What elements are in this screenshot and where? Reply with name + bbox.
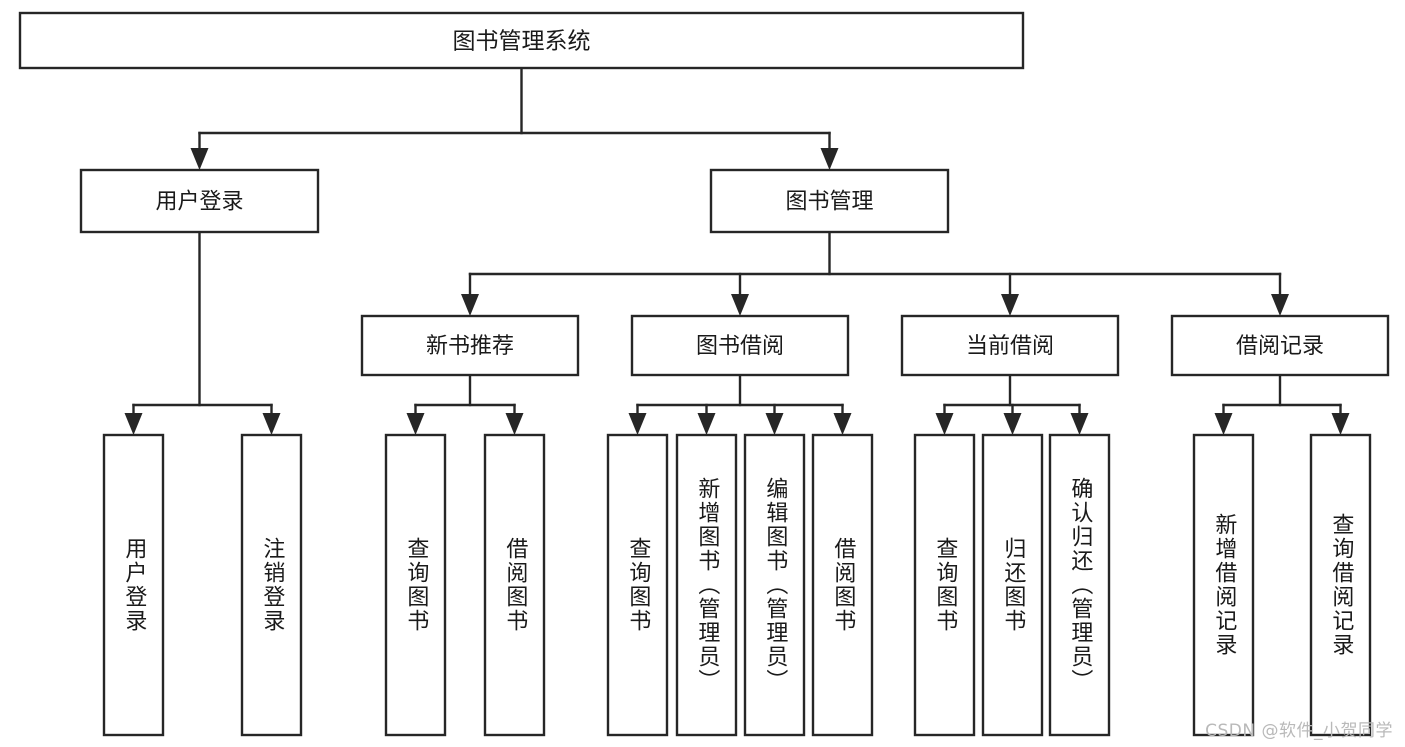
node-box-leaf-borrow-book-rec[interactable]: [483, 433, 546, 737]
node-box-leaf-query-book-rec[interactable]: [384, 433, 447, 737]
node-label-book-manage: 图书管理: [785, 190, 873, 215]
node-box-leaf-add-book[interactable]: [675, 433, 738, 737]
node-box-leaf-borrow-book[interactable]: [811, 433, 874, 737]
arrow-head-icon: [820, 148, 839, 170]
node-label-user-login: 用户登录: [155, 190, 243, 215]
arrow-head-icon: [833, 413, 852, 435]
arrow-head-icon: [1003, 413, 1022, 435]
arrow-head-icon: [731, 294, 749, 316]
node-box-new-book-rec[interactable]: [360, 314, 580, 377]
arrow-head-icon: [1001, 294, 1019, 316]
watermark: CSDN @软件_小贺同学: [1205, 721, 1393, 741]
node-box-current-borrow[interactable]: [900, 314, 1120, 377]
arrow-head-icon: [1331, 413, 1350, 435]
node-label-current-borrow: 当前借阅: [966, 334, 1054, 359]
node-label-borrow-record: 借阅记录: [1236, 334, 1324, 359]
node-box-leaf-confirm-return[interactable]: [1048, 433, 1111, 737]
arrow-head-icon: [461, 294, 479, 316]
node-box-leaf-user-login[interactable]: [102, 433, 165, 737]
node-label-new-book-rec: 新书推荐: [426, 334, 514, 359]
node-label-book-borrow: 图书借阅: [696, 334, 784, 359]
arrow-head-icon: [697, 413, 716, 435]
node-box-leaf-query-record[interactable]: [1309, 433, 1372, 737]
node-box-root[interactable]: [18, 11, 1025, 70]
node-box-leaf-query-book-borrow[interactable]: [606, 433, 669, 737]
arrow-head-icon: [1070, 413, 1089, 435]
node-box-leaf-add-record[interactable]: [1192, 433, 1255, 737]
node-box-leaf-query-book-cur[interactable]: [913, 433, 976, 737]
arrow-head-icon: [406, 413, 425, 435]
node-box-leaf-return-book[interactable]: [981, 433, 1044, 737]
arrow-head-icon: [1214, 413, 1233, 435]
arrow-head-icon: [765, 413, 784, 435]
arrow-head-icon: [935, 413, 954, 435]
node-box-book-borrow[interactable]: [630, 314, 850, 377]
arrow-head-icon: [628, 413, 647, 435]
boxes-layer: [18, 11, 1390, 737]
node-box-book-manage[interactable]: [709, 168, 950, 234]
arrow-head-icon: [190, 148, 209, 170]
node-box-user-login[interactable]: [79, 168, 320, 234]
node-box-leaf-edit-book[interactable]: [743, 433, 806, 737]
connectors-layer: [124, 66, 1350, 435]
arrow-head-icon: [262, 413, 281, 435]
node-label-root: 图书管理系统: [453, 29, 591, 55]
arrow-head-icon: [505, 413, 524, 435]
node-box-leaf-logout[interactable]: [240, 433, 303, 737]
node-box-borrow-record[interactable]: [1170, 314, 1390, 377]
arrow-head-icon: [124, 413, 143, 435]
arrow-head-icon: [1271, 294, 1289, 316]
